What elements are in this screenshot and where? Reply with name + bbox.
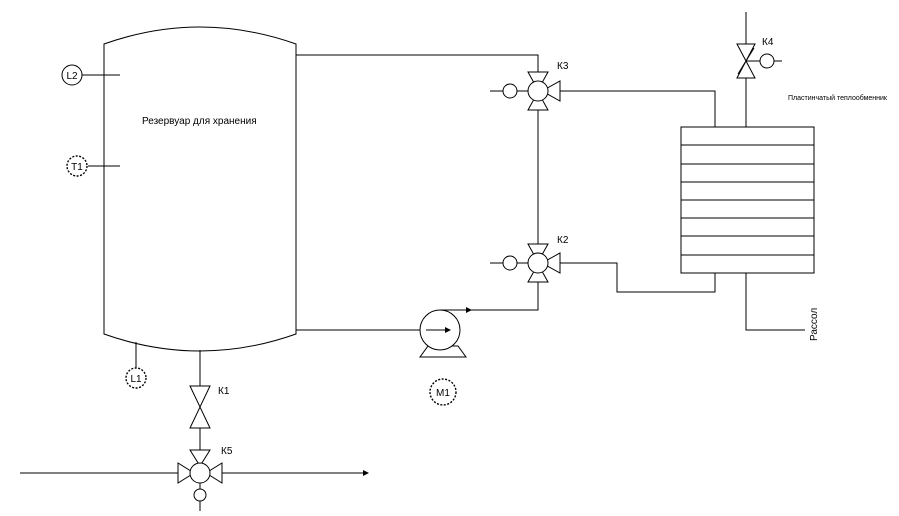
valve-k2-label: К2 — [557, 235, 569, 246]
plate-heat-exchanger: Пластинчатый теплообменник — [680, 94, 888, 274]
valve-k4[interactable]: К4 — [736, 37, 782, 79]
motor-m1-label: M1 — [436, 388, 450, 399]
valve-k1-label: К1 — [218, 386, 230, 397]
storage-tank: Резервуар для хранения — [103, 26, 297, 352]
valve-k1[interactable]: К1 — [189, 385, 230, 429]
temperature-sensor-t1: T1 — [66, 155, 120, 177]
tank-label: Резервуар для хранения — [142, 116, 257, 127]
valve-k4-label: К4 — [762, 37, 774, 48]
temperature-sensor-t1-label: T1 — [71, 162, 83, 173]
level-sensor-l2: L2 — [61, 64, 120, 86]
centrifugal-pump[interactable] — [419, 307, 472, 358]
valve-k5[interactable]: К5 — [177, 446, 233, 502]
valve-k2[interactable]: К2 — [490, 235, 569, 283]
piping — [20, 12, 805, 511]
motor-m1: M1 — [429, 378, 457, 406]
valve-k3-label: К3 — [557, 61, 569, 72]
brine-label: Рассол — [809, 308, 820, 341]
valve-k5-label: К5 — [221, 446, 233, 457]
valve-k3[interactable]: К3 — [490, 61, 569, 111]
level-sensor-l2-label: L2 — [66, 71, 78, 82]
level-sensor-l1: L1 — [125, 342, 147, 389]
heat-exchanger-label: Пластинчатый теплообменник — [788, 94, 888, 102]
level-sensor-l1-label: L1 — [130, 374, 142, 385]
